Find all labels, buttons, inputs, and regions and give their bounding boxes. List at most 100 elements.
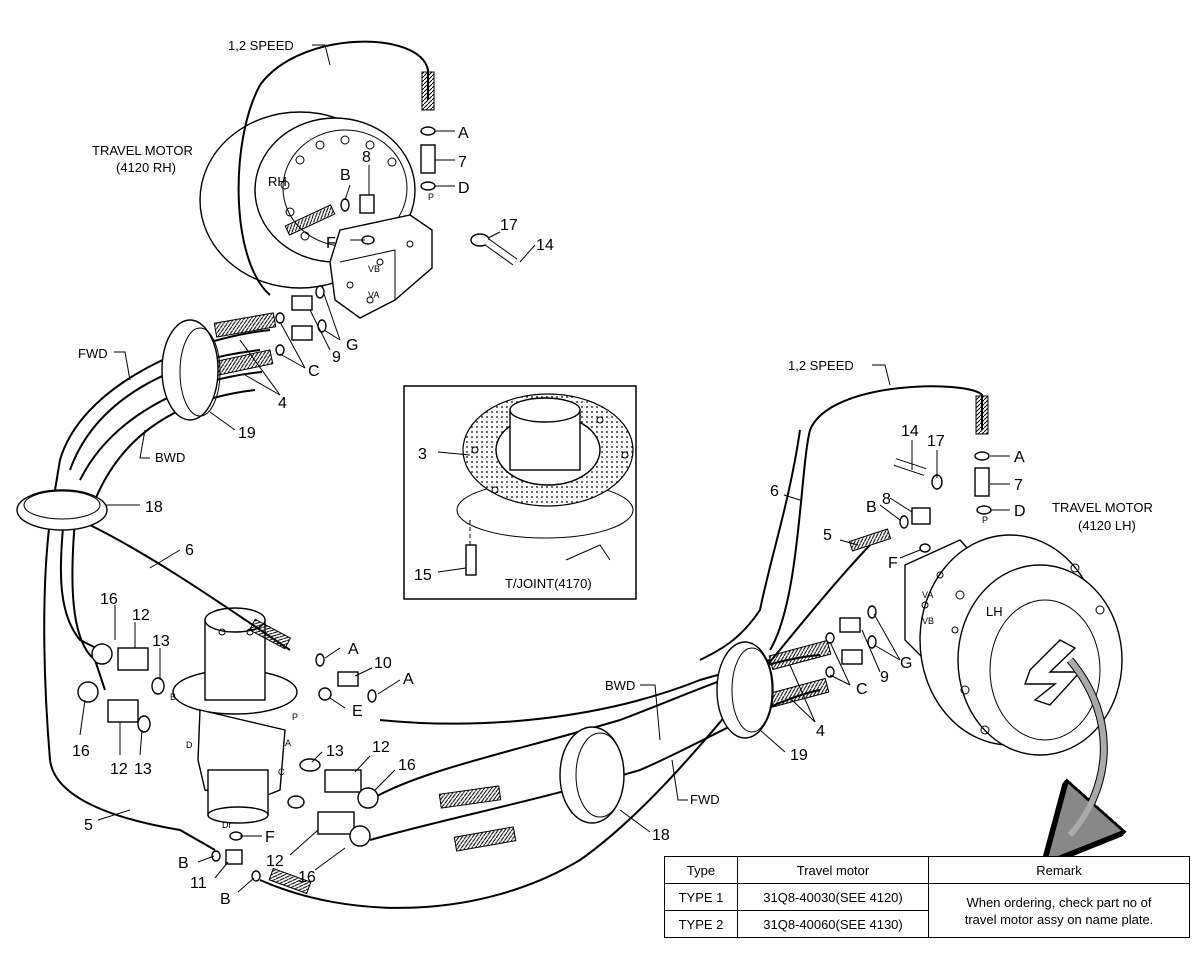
callout-D: D [458, 180, 470, 197]
table-row: TYPE 2 31Q8-40060(SEE 4130) [664, 910, 1190, 938]
label-p-right: P [982, 515, 988, 525]
callout-19: 19 [238, 425, 256, 442]
type-cell: TYPE 2 [664, 910, 738, 938]
label-lh: LH [986, 604, 1003, 619]
callout-4-right: 4 [816, 723, 825, 740]
header-type: Type [664, 856, 738, 884]
callout-4: 4 [278, 395, 287, 412]
label-d-small: D [186, 740, 193, 750]
callout-19-right: 19 [790, 747, 808, 764]
callout-15: 15 [414, 567, 432, 584]
callout-8: 8 [362, 149, 371, 166]
callout-A-right: A [1014, 449, 1025, 466]
type-table: Type Travel motor Remark TYPE 1 31Q8-400… [664, 856, 1190, 938]
callout-8-right: 8 [882, 491, 891, 508]
hoses [43, 40, 989, 909]
callout-9: 9 [332, 349, 341, 366]
label-fwd-mid: FWD [690, 792, 720, 807]
label-speed-right: 1,2 SPEED [788, 358, 854, 373]
callout-C-right: C [856, 681, 868, 698]
label-p-upper: P [428, 192, 434, 202]
motor-cell: 31Q8-40060(SEE 4130) [737, 910, 929, 938]
callout-13-left: 13 [134, 761, 152, 778]
callout-B-bottom-1: B [178, 855, 189, 872]
label-vb-right: VB [922, 616, 934, 626]
label-fwd-top: FWD [78, 346, 108, 361]
callout-13-center: 13 [326, 743, 344, 760]
t-joint-inset [403, 385, 637, 600]
label-va-right: VA [922, 590, 933, 600]
leader-lines [79, 44, 1104, 893]
part-callouts: A 7 D 8 B 17 14 F G 9 C 4 19 18 6 3 15 1… [72, 125, 1026, 908]
callout-G: G [346, 337, 358, 354]
label-bwd-top: BWD [155, 450, 185, 465]
label-rh: RH [268, 174, 287, 189]
callout-3: 3 [418, 446, 427, 463]
callout-18: 18 [145, 499, 163, 516]
callout-B-bottom-2: B [220, 891, 231, 908]
label-dr-small: Dr [222, 820, 232, 830]
remark-line-1: When ordering, check part no of [966, 894, 1152, 910]
callout-5-right: 5 [823, 527, 832, 544]
label-vb-upper: VB [368, 264, 380, 274]
label-c-small: C [278, 767, 285, 777]
callout-14: 14 [536, 237, 554, 254]
callout-6-right: 6 [770, 483, 779, 500]
table-row: TYPE 1 31Q8-40030(SEE 4120) When orderin… [664, 883, 1190, 938]
callout-7: 7 [458, 154, 467, 171]
callout-A-joint-1: A [348, 641, 359, 658]
callout-7-right: 7 [1014, 477, 1023, 494]
label-speed-top: 1,2 SPEED [228, 38, 294, 53]
motor-cell: 31Q8-40030(SEE 4120) [737, 883, 929, 911]
label-bwd-mid: BWD [605, 678, 635, 693]
callout-B: B [340, 167, 351, 184]
callout-5-left: 5 [84, 817, 93, 834]
lh-title-2: (4120 LH) [1078, 518, 1136, 533]
diagram-labels: 1,2 SPEED 1,2 SPEED TRAVEL MOTOR (4120 R… [78, 38, 1153, 830]
callout-16: 16 [100, 591, 118, 608]
callout-F-right: F [888, 555, 898, 572]
label-va-upper: VA [368, 290, 379, 300]
type-cell: TYPE 1 [664, 883, 738, 911]
label-tjoint: T/JOINT(4170) [505, 576, 592, 591]
callout-D-right: D [1014, 503, 1026, 520]
header-travel-motor: Travel motor [737, 856, 929, 884]
callout-12: 12 [132, 607, 150, 624]
callout-13: 13 [152, 633, 170, 650]
label-p-small: P [292, 712, 298, 722]
callout-12-left: 12 [110, 761, 128, 778]
callout-F-bottom: F [265, 829, 275, 846]
remark-cell: When ordering, check part no of travel m… [928, 883, 1190, 938]
callout-12-bottom: 12 [266, 853, 284, 870]
callout-14-right: 14 [901, 423, 919, 440]
center-joint [172, 607, 298, 824]
callout-C: C [308, 363, 320, 380]
callout-A: A [458, 125, 469, 142]
header-remark: Remark [928, 856, 1190, 884]
callout-11: 11 [190, 875, 207, 892]
callout-A-joint-2: A [403, 671, 414, 688]
callout-E: E [352, 703, 363, 720]
callout-16-left: 16 [72, 743, 90, 760]
callout-10: 10 [374, 655, 392, 672]
callout-17-right: 17 [927, 433, 945, 450]
rh-title-2: (4120 RH) [116, 160, 176, 175]
callout-G-right: G [900, 655, 912, 672]
callout-F: F [326, 235, 336, 252]
clamp-rings [16, 319, 774, 824]
type-table-header: Type Travel motor Remark [664, 856, 1190, 884]
label-b-small: B [170, 692, 176, 702]
callout-18-right: 18 [652, 827, 670, 844]
callout-16-bottom: 16 [298, 869, 316, 886]
lh-title-1: TRAVEL MOTOR [1052, 500, 1153, 515]
remark-line-2: travel motor assy on name plate. [964, 911, 1154, 927]
callout-17: 17 [500, 217, 518, 234]
callout-6: 6 [185, 542, 194, 559]
callout-9-right: 9 [880, 669, 889, 686]
rh-title-1: TRAVEL MOTOR [92, 143, 193, 158]
callout-16-center: 16 [398, 757, 416, 774]
callout-12-center: 12 [372, 739, 390, 756]
travel-motor-lh [904, 534, 1123, 756]
